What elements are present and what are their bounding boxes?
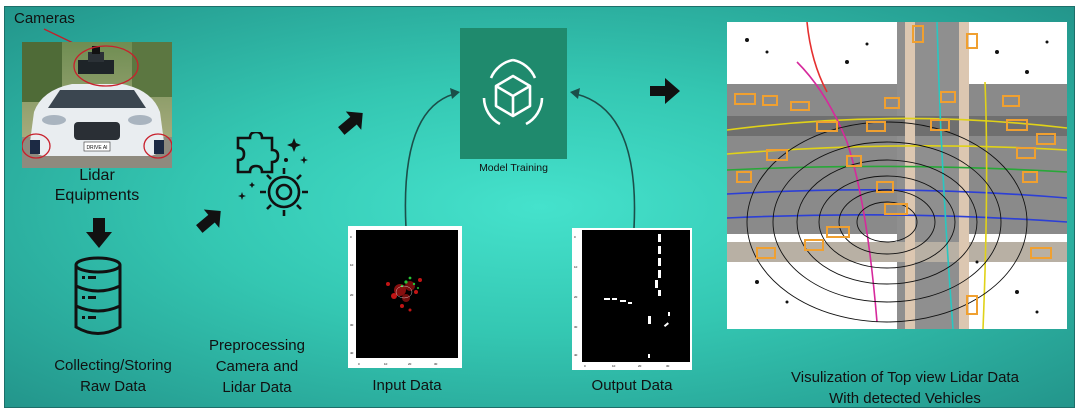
output-data-plot: 0 10 20 30 40 0 10 20 30 bbox=[572, 228, 692, 370]
svg-text:10: 10 bbox=[574, 265, 578, 269]
arrow-icon bbox=[86, 218, 112, 248]
collect-label-2: Raw Data bbox=[80, 378, 146, 395]
svg-text:30: 30 bbox=[574, 325, 578, 329]
model-training-box bbox=[460, 28, 567, 159]
gear-puzzle-icon bbox=[236, 132, 308, 216]
visualization-label-2: With detected Vehicles bbox=[829, 390, 981, 407]
input-data-label: Input Data bbox=[372, 377, 442, 394]
svg-text:10: 10 bbox=[612, 364, 616, 368]
database-icon bbox=[74, 256, 122, 335]
svg-text:30: 30 bbox=[434, 362, 438, 366]
flow-connectors bbox=[404, 88, 636, 229]
svg-text:40: 40 bbox=[350, 351, 354, 355]
svg-text:20: 20 bbox=[408, 362, 412, 366]
output-data-label: Output Data bbox=[591, 377, 673, 394]
lidar-label-2: Equipments bbox=[54, 187, 140, 204]
svg-text:20: 20 bbox=[350, 293, 354, 297]
preprocessing-label-3: Lidar Data bbox=[222, 379, 292, 396]
preprocessing-label-2: Camera and bbox=[215, 358, 299, 375]
svg-text:0: 0 bbox=[574, 235, 576, 239]
arrow-icon bbox=[650, 78, 680, 104]
preprocessing-label-1: Preprocessing bbox=[209, 337, 305, 354]
cameras-label: Cameras bbox=[14, 10, 75, 27]
svg-text:0: 0 bbox=[350, 235, 352, 239]
visualization-label-1: Visulization of Top view Lidar Data bbox=[791, 369, 1019, 386]
input-data-plot: 0 10 20 30 40 0 10 20 30 bbox=[348, 226, 462, 368]
lidar-topview-map bbox=[727, 22, 1067, 329]
svg-text:20: 20 bbox=[638, 364, 642, 368]
lidar-label-1: Lidar bbox=[79, 167, 115, 184]
lidar-car-photo: DRIVE AI bbox=[22, 42, 172, 168]
license-plate: DRIVE AI bbox=[86, 145, 107, 151]
svg-text:30: 30 bbox=[350, 323, 354, 327]
svg-text:0: 0 bbox=[358, 362, 360, 366]
svg-text:0: 0 bbox=[584, 364, 586, 368]
svg-text:40: 40 bbox=[574, 353, 578, 357]
svg-text:10: 10 bbox=[350, 263, 354, 267]
svg-text:20: 20 bbox=[574, 295, 578, 299]
cube-icon bbox=[482, 58, 544, 126]
collect-label-1: Collecting/Storing bbox=[54, 357, 172, 374]
model-training-label: Model Training bbox=[479, 162, 548, 174]
arrow-icon bbox=[196, 209, 221, 233]
svg-text:30: 30 bbox=[666, 364, 670, 368]
svg-text:10: 10 bbox=[384, 362, 388, 366]
arrow-icon bbox=[338, 111, 363, 135]
